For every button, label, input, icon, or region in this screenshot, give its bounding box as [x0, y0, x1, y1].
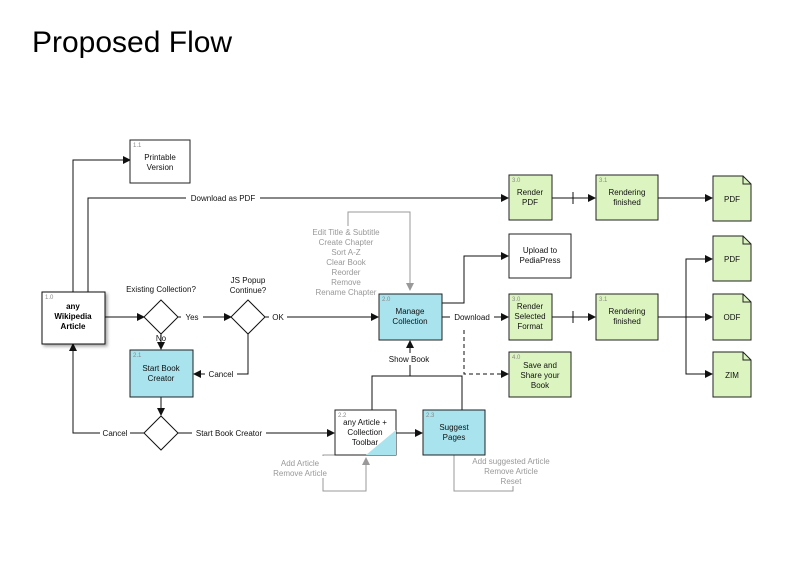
svg-text:3.0: 3.0: [512, 297, 521, 303]
node-render-selected-format: 3.0 Render Selected Format: [508, 293, 553, 341]
node-printable-version: 1.1 Printable Version: [129, 139, 191, 184]
label-start-book-creator: Start Book Creator: [196, 429, 263, 438]
svg-text:Printable: Printable: [144, 153, 176, 162]
decision-js-popup: [230, 299, 266, 335]
svg-text:any Article +: any Article +: [343, 418, 387, 427]
svg-text:2.3: 2.3: [426, 413, 435, 419]
svg-text:Creator: Creator: [148, 374, 175, 383]
article-action-1: Remove Article: [273, 469, 327, 478]
manage-action-1: Create Chapter: [319, 238, 374, 247]
svg-text:3.1: 3.1: [599, 178, 608, 184]
label-js-popup-2: Continue?: [230, 286, 267, 295]
article-action-0: Add Article: [281, 459, 320, 468]
svg-text:2.1: 2.1: [133, 353, 142, 359]
svg-text:Render: Render: [517, 302, 544, 311]
edge-finished-to-pdf2: [685, 255, 713, 317]
decision-existing-collection: [143, 299, 179, 335]
doc-pdf-1: PDF: [712, 175, 752, 222]
svg-text:finished: finished: [613, 317, 641, 326]
suggest-action-2: Reset: [501, 477, 523, 486]
node-suggest-pages: 2.3 Suggest Pages: [422, 409, 486, 456]
svg-text:2.0: 2.0: [382, 297, 391, 303]
edge-download-as-pdf: [87, 194, 509, 292]
label-cancel-popup: Cancel: [209, 370, 234, 379]
svg-text:Selected: Selected: [514, 312, 545, 321]
svg-text:PDF: PDF: [724, 255, 740, 264]
label-show-book: Show Book: [389, 355, 430, 364]
svg-text:Wikipedia: Wikipedia: [54, 312, 92, 321]
svg-text:Share your: Share your: [520, 371, 559, 380]
label-existing-collection: Existing Collection?: [126, 285, 196, 294]
svg-text:PediaPress: PediaPress: [520, 256, 561, 265]
svg-text:Rendering: Rendering: [609, 307, 646, 316]
doc-odf: ODF: [712, 293, 752, 341]
svg-text:2.2: 2.2: [338, 413, 347, 419]
svg-text:Version: Version: [147, 163, 174, 172]
node-manage-collection: 2.0 Manage Collection: [378, 293, 443, 341]
node-any-article-toolbar: 2.2 any Article + Collection Toolbar: [334, 409, 397, 456]
doc-zim: ZIM: [712, 351, 752, 398]
svg-text:1.0: 1.0: [45, 295, 54, 301]
svg-text:any: any: [66, 302, 80, 311]
label-download-as-pdf: Download as PDF: [191, 194, 256, 203]
node-start-book-creator: 2.1 Start Book Creator: [129, 349, 194, 398]
svg-text:Manage: Manage: [396, 307, 425, 316]
svg-text:1.1: 1.1: [133, 143, 142, 149]
svg-text:ODF: ODF: [724, 313, 741, 322]
svg-text:Start Book: Start Book: [142, 364, 180, 373]
manage-action-3: Clear Book: [326, 258, 367, 267]
node-any-article: 1.0 any Wikipedia Article: [41, 291, 106, 345]
loop-article-actions: [322, 454, 370, 492]
svg-text:Render: Render: [517, 188, 544, 197]
label-cancel-creator: Cancel: [103, 429, 128, 438]
svg-text:Collection: Collection: [392, 317, 427, 326]
node-save-share-book: 4.0 Save and Share your Book: [508, 351, 572, 398]
manage-action-4: Reorder: [332, 268, 361, 277]
edge-finished-to-zim: [685, 317, 713, 378]
manage-action-5: Remove: [331, 278, 361, 287]
start-book-fill: [129, 349, 194, 398]
svg-text:Save and: Save and: [523, 361, 557, 370]
svg-text:Collection: Collection: [347, 428, 382, 437]
manage-action-0: Edit Title & Subtitle: [312, 228, 380, 237]
svg-text:PDF: PDF: [724, 195, 740, 204]
svg-text:Format: Format: [517, 322, 543, 331]
edge-show-book: [371, 375, 463, 410]
decision-start-book: [143, 415, 179, 451]
svg-text:Toolbar: Toolbar: [352, 438, 379, 447]
svg-text:finished: finished: [613, 198, 641, 207]
edge-manage-to-save: [463, 330, 509, 378]
suggest-action-0: Add suggested Article: [472, 457, 550, 466]
svg-text:ZIM: ZIM: [725, 371, 739, 380]
svg-text:Rendering: Rendering: [609, 188, 646, 197]
svg-text:4.0: 4.0: [512, 355, 521, 361]
label-download: Download: [454, 313, 490, 322]
node-render-pdf: 3.0 Render PDF: [508, 174, 553, 221]
suggest-action-1: Remove Article: [484, 467, 538, 476]
svg-text:Article: Article: [61, 322, 86, 331]
manage-action-2: Sort A-Z: [331, 248, 360, 257]
svg-text:PDF: PDF: [522, 198, 538, 207]
svg-text:3.0: 3.0: [512, 178, 521, 184]
svg-text:Suggest: Suggest: [439, 423, 469, 432]
label-js-popup-1: JS Popup: [231, 276, 266, 285]
svg-text:Pages: Pages: [443, 433, 466, 442]
manage-action-6: Rename Chapter: [316, 288, 377, 297]
svg-text:Book: Book: [531, 381, 550, 390]
label-ok: OK: [272, 313, 284, 322]
node-rendering-finished-2: 3.1 Rendering finished: [595, 293, 659, 341]
svg-text:3.1: 3.1: [599, 297, 608, 303]
svg-text:Upload to: Upload to: [523, 246, 558, 255]
doc-pdf-2: PDF: [712, 235, 752, 282]
node-rendering-finished-1: 3.1 Rendering finished: [595, 174, 659, 221]
label-yes: Yes: [185, 313, 198, 322]
page-title: Proposed Flow: [32, 26, 233, 59]
edge-article-to-printable: [72, 156, 131, 292]
node-upload-pediapress: Upload to PediaPress: [508, 233, 572, 279]
label-no: No: [156, 334, 167, 343]
edge-manage-to-upload: [442, 252, 509, 304]
